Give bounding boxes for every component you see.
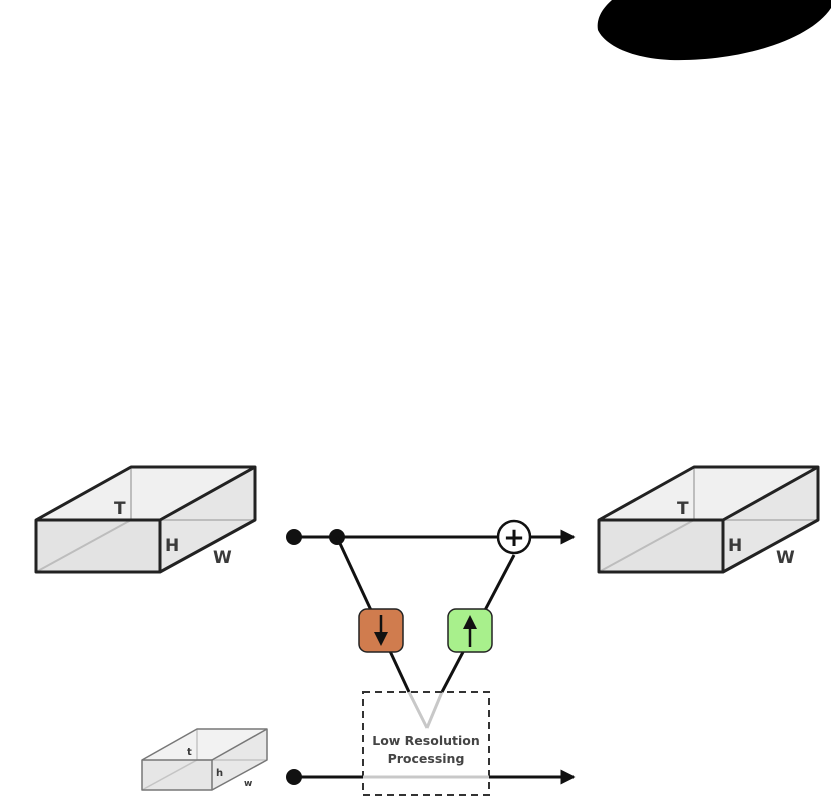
input-tensor-box: T H W [34, 465, 257, 574]
plus-icon: + [503, 523, 525, 553]
main-path [286, 529, 576, 545]
upsample-block [447, 608, 493, 653]
low-res-tensor-box: t h w [141, 728, 268, 791]
output-tensor-h-label: H [728, 536, 742, 556]
low-resolution-processing-box: Low Resolution Processing [362, 691, 490, 796]
low-res-w-label: w [244, 779, 252, 789]
output-tensor-w-label: W [776, 548, 795, 568]
input-tensor-w-label: W [213, 548, 232, 568]
sum-node: + [496, 519, 532, 555]
input-node-dot [286, 529, 302, 545]
low-res-path [286, 769, 576, 785]
output-tensor-box: T H W [597, 465, 820, 574]
output-tensor-t-label: T [677, 499, 689, 519]
arrow-down-icon [374, 615, 388, 646]
processing-label-line2: Processing [388, 751, 465, 766]
black-blob-shape [597, 0, 831, 61]
input-tensor-t-label: T [114, 499, 126, 519]
downsample-block [358, 608, 404, 653]
low-res-t-label: t [187, 747, 192, 758]
arrow-up-icon [463, 615, 477, 647]
input-tensor-h-label: H [165, 536, 179, 556]
processing-label-line1: Low Resolution [372, 733, 480, 748]
low-res-input-dot [286, 769, 302, 785]
low-res-h-label: h [216, 768, 223, 779]
